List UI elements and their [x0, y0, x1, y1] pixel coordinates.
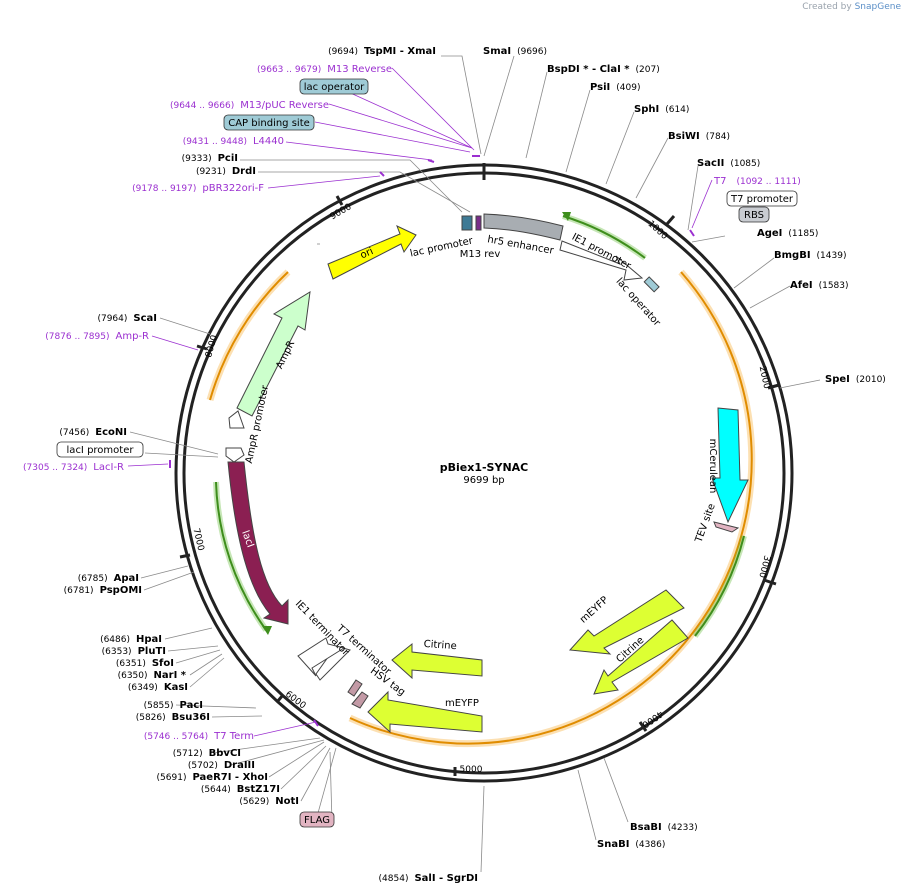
label-m13-rev: M13 rev	[460, 249, 501, 260]
citrine-arrow-1	[593, 619, 689, 695]
ie1-terminator-arrow	[297, 637, 346, 677]
site-psii: PsiI(409)	[590, 82, 640, 93]
site-draiii: (5702)DraIII	[188, 760, 255, 771]
enzyme-labels-left: (9694)TspMI - XmaI (9333)PciI (9231)DrdI…	[59, 46, 478, 884]
feature-labels: (9663 .. 9679)M13 Reverse (9644 .. 9666)…	[23, 64, 801, 742]
site-pcii: (9333)PciI	[182, 153, 238, 164]
connector-lines	[129, 55, 821, 873]
box-t7-promoter: T7 promoter	[730, 194, 794, 205]
lac-promoter-small	[461, 215, 473, 231]
box-cap-binding-site: CAP binding site	[228, 118, 310, 129]
label-ori: ori	[359, 246, 375, 261]
label-meyfp-2: mEYFP	[445, 698, 479, 709]
feature-markers	[169, 155, 695, 727]
site-scai: (7964)ScaI	[97, 313, 157, 324]
boxed-labels: lac operator CAP binding site lacI promo…	[56, 78, 798, 828]
credit-prefix: Created by	[802, 2, 852, 12]
label-tev: TEV site	[693, 502, 718, 545]
site-bmgbi: BmgBI(1439)	[774, 250, 846, 261]
meyfp-arrow-2	[367, 690, 483, 734]
feature-m13-reverse: (9663 .. 9679)M13 Reverse	[257, 64, 392, 75]
site-kasi: (6349)KasI	[128, 682, 188, 693]
site-afei: AfeI(1583)	[790, 280, 849, 291]
box-lac-operator: lac operator	[304, 82, 365, 93]
site-hpai: (6486)HpaI	[100, 634, 162, 645]
site-smai: SmaI(9696)	[483, 46, 547, 57]
tev-site-arrow	[713, 521, 740, 533]
enzyme-labels-right: SmaI(9696) BspDI * - ClaI *(207) PsiI(40…	[483, 46, 886, 850]
ampr-promoter-arrow	[228, 410, 245, 429]
site-sphi: SphI(614)	[634, 104, 689, 115]
feature-t7: T7(1092 .. 1111)	[713, 176, 801, 187]
site-apai: (6785)ApaI	[78, 573, 139, 584]
site-sfoi: (6351)SfoI	[116, 658, 174, 669]
ori-arrow	[327, 225, 417, 280]
feature-l4440: (9431 .. 9448)L4440	[183, 136, 284, 147]
site-noti: (5629)NotI	[239, 796, 299, 807]
ie1-promoter-arrow	[559, 240, 644, 281]
site-bsabi: BsaBI(4233)	[630, 822, 698, 833]
plasmid-size: 9699 bp	[463, 475, 504, 486]
site-snabi: SnaBI(4386)	[597, 839, 665, 850]
label-citrine-2: Citrine	[423, 639, 457, 652]
plasmid-name: pBiex1-SYNAC	[440, 461, 528, 474]
site-spei: SpeI(2010)	[825, 374, 886, 385]
feature-laci-r: (7305 .. 7324)LacI-R	[23, 462, 124, 473]
credit-brand: SnapGene	[854, 2, 901, 12]
feature-connectors	[127, 67, 713, 737]
site-bstz17i: (5644)BstZ17I	[201, 784, 280, 795]
backbone	[174, 163, 794, 783]
ampr-arrow	[236, 291, 311, 417]
hsv-tag-arrow	[351, 691, 369, 709]
site-sacii: SacII(1085)	[697, 158, 760, 169]
hr5-enhancer-bar	[483, 213, 564, 241]
label-meyfp-1: mEYFP	[578, 595, 611, 626]
site-pluti: (6353)PluTI	[102, 646, 166, 657]
tick-2000: 2000	[757, 365, 772, 390]
snapgene-credit: Created by SnapGene	[802, 2, 901, 12]
site-bsiwi: BsiWI(784)	[668, 131, 730, 142]
site-paci: (5855)PacI	[144, 700, 203, 711]
site-tspmi-xmai: (9694)TspMI - XmaI	[328, 46, 436, 57]
tick-5000: 5000	[460, 765, 483, 775]
site-sali-sgrdi: (4854)SalI - SgrDI	[379, 873, 478, 884]
feature-amp-r: (7876 .. 7895)Amp-R	[45, 331, 149, 342]
tick-marks	[179, 195, 780, 776]
laci-promoter-arrow	[225, 447, 245, 463]
feature-pbr322ori: (9178 .. 9197)pBR322ori-F	[132, 183, 264, 194]
box-laci-promoter: lacI promoter	[67, 445, 135, 456]
tick-3000: 3000	[756, 554, 771, 579]
hsv-tag-arrow-2	[347, 679, 363, 697]
site-drdi: (9231)DrdI	[196, 166, 256, 177]
label-mcerulean: mCerulean	[707, 439, 718, 494]
meyfp-arrow-1	[568, 589, 685, 655]
lac-operator-small	[643, 276, 660, 293]
feature-m13-puc: (9644 .. 9666)M13/pUC Reverse	[170, 100, 329, 111]
site-paer7i-xhoi: (5691)PaeR7I - XhoI	[157, 772, 268, 783]
m13-rev-small	[475, 215, 482, 231]
site-bsu36i: (5826)Bsu36I	[136, 712, 210, 723]
box-flag: FLAG	[304, 815, 330, 826]
site-agei: AgeI(1185)	[757, 228, 818, 239]
site-pspomi: (6781)PspOMI	[64, 585, 142, 596]
mcerulean-arrow	[711, 407, 749, 524]
feature-t7-term: (5746 .. 5764)T7 Term	[144, 731, 254, 742]
site-bbvci: (5712)BbvCI	[173, 748, 241, 759]
site-econi: (7456)EcoNI	[59, 427, 127, 438]
citrine-arrow-2	[391, 642, 483, 680]
tick-labels: 1000 2000 3000 4000 5000 6000 7000 8000 …	[191, 202, 772, 775]
orf-arcs	[206, 212, 756, 748]
site-nari: (6350)NarI *	[118, 670, 187, 681]
box-rbs: RBS	[744, 210, 764, 221]
laci-arrow	[227, 461, 289, 625]
features	[225, 213, 749, 734]
site-bspdi-clai: BspDI * - ClaI *(207)	[547, 64, 660, 75]
